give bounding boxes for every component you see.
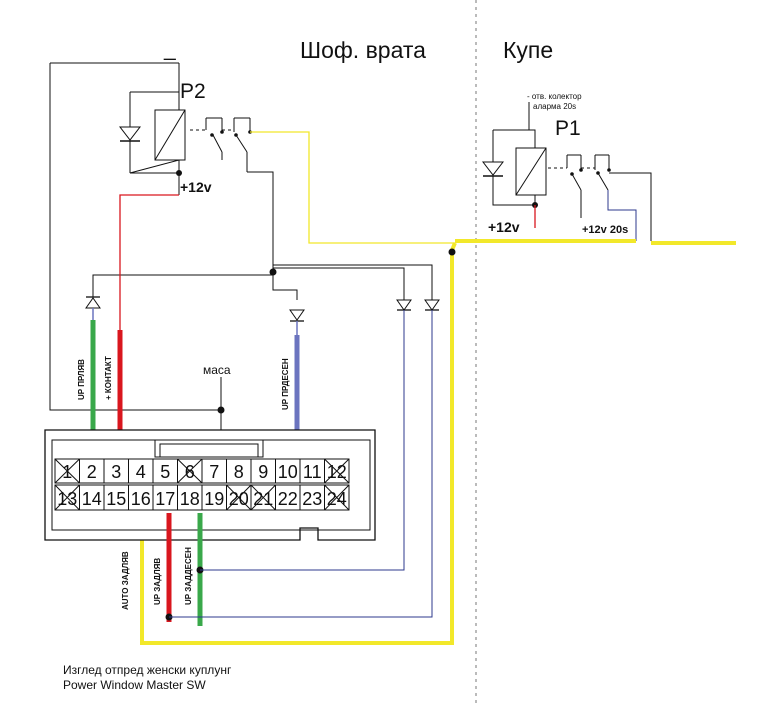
caption-line1: Изглед отпред женски куплунг: [63, 663, 232, 677]
relay-p2-name: P2: [180, 80, 206, 103]
wire-navy-pin18: [200, 310, 405, 571]
pin-24: 24: [324, 484, 350, 511]
relay-p1-contacts-icon: [548, 154, 610, 210]
door-title: Шоф. врата: [300, 37, 426, 63]
pin-6: 6: [177, 458, 203, 484]
wire-navy-pin17: [169, 310, 433, 618]
relay-p1-supply-20s: +12v 20s: [582, 224, 628, 236]
diode-2-icon: [289, 309, 305, 322]
relay-p1-note1: - отв. колектор: [527, 92, 582, 101]
pin-label: 17: [155, 489, 175, 509]
relay-p2: P2 _ +12v: [50, 38, 252, 195]
pin-4: 4: [128, 458, 154, 484]
pin-13: 13: [54, 484, 80, 511]
relay-p1-diode-icon: [481, 161, 505, 176]
pin-10: 10: [275, 458, 301, 484]
pin-label: 4: [136, 462, 146, 482]
wire-yellow-p2: [250, 131, 455, 244]
relay-p1: - отв. колектор аларма 20s P1 +12v: [481, 92, 652, 241]
pin-19: 19: [201, 484, 227, 511]
relay-p2-diode-icon: [118, 126, 142, 141]
pin-label: 15: [106, 489, 126, 509]
label-up-rear-left: UP ЗАДЛЯВ: [153, 558, 162, 605]
pin-label: 14: [82, 489, 102, 509]
pin-11: 11: [299, 458, 325, 484]
label-up-rear-right: UP ЗАДДЕСЕН: [184, 547, 193, 605]
pin-15: 15: [103, 484, 129, 511]
pin-label: 24: [327, 489, 347, 509]
label-up-front-right: UP ПРДЕСЕН: [281, 358, 290, 410]
pin-label: 19: [204, 489, 224, 509]
pin-label: 22: [278, 489, 298, 509]
wire-p2-output: [247, 171, 274, 272]
relay-p1-note2: аларма 20s: [533, 102, 576, 111]
wire-ground-left: [49, 63, 221, 411]
pin-label: 1: [62, 462, 72, 482]
pin-label: 16: [131, 489, 151, 509]
pin-label: 12: [327, 462, 347, 482]
pin-label: 5: [160, 462, 170, 482]
pin-20: 20: [226, 484, 252, 511]
pin-label: 9: [258, 462, 268, 482]
pin-label: 7: [209, 462, 219, 482]
pin-label: 20: [229, 489, 249, 509]
yellow-bus: [140, 239, 736, 645]
pin-9: 9: [250, 458, 276, 484]
pin-label: 21: [253, 489, 273, 509]
caption-line2: Power Window Master SW: [63, 678, 206, 692]
pin-label: 2: [87, 462, 97, 482]
pin-2: 2: [79, 458, 105, 484]
wire-p1-blue: [607, 190, 637, 241]
label-up-front-left: UP ПРЛЯВ: [77, 359, 86, 400]
label-contact: + КОНТАКТ: [104, 356, 113, 400]
cabin-title: Купе: [503, 37, 553, 63]
relay-p1-supply: +12v: [488, 219, 520, 235]
pin-7: 7: [201, 458, 227, 484]
pin-label: 3: [111, 462, 121, 482]
pin-23: 23: [299, 484, 325, 511]
pin-3: 3: [103, 458, 129, 484]
pin-label: 11: [303, 462, 322, 482]
diode-4-icon: [424, 299, 440, 311]
pin-14: 14: [79, 484, 105, 511]
label-auto-rear-left: AUTO ЗАДЛЯВ: [121, 551, 130, 610]
wire-p1-out: [609, 172, 652, 241]
pin-label: 23: [302, 489, 322, 509]
pin-12: 12: [324, 458, 350, 484]
relay-p2-supply: +12v: [180, 179, 212, 195]
ground-label: маса: [203, 363, 231, 377]
pin-21: 21: [250, 484, 276, 511]
yellow-bus-node: [448, 248, 456, 256]
pin-22: 22: [275, 484, 301, 511]
relay-p1-name: P1: [555, 117, 581, 140]
pin-17: 17: [152, 484, 178, 511]
diode-bus: [92, 264, 433, 300]
relay-p2-contacts-icon: [190, 117, 251, 172]
pin-1: 1: [54, 458, 80, 484]
diode-1-icon: [85, 296, 101, 309]
relay-p2-coil-slash: [154, 109, 186, 161]
pin-16: 16: [128, 484, 154, 511]
wire-red-contact: [119, 194, 179, 460]
pin-5: 5: [152, 458, 178, 484]
pin-label: 13: [57, 489, 77, 509]
pin-8: 8: [226, 458, 252, 484]
pin-label: 10: [278, 462, 298, 482]
pin-label: 18: [180, 489, 200, 509]
pin-18: 18: [177, 484, 203, 511]
pin-label: 6: [185, 462, 195, 482]
relay-p2-frame: [129, 91, 180, 174]
relay-p2-minus: _: [163, 38, 176, 61]
diode-3-icon: [396, 299, 412, 311]
pin-label: 8: [234, 462, 244, 482]
